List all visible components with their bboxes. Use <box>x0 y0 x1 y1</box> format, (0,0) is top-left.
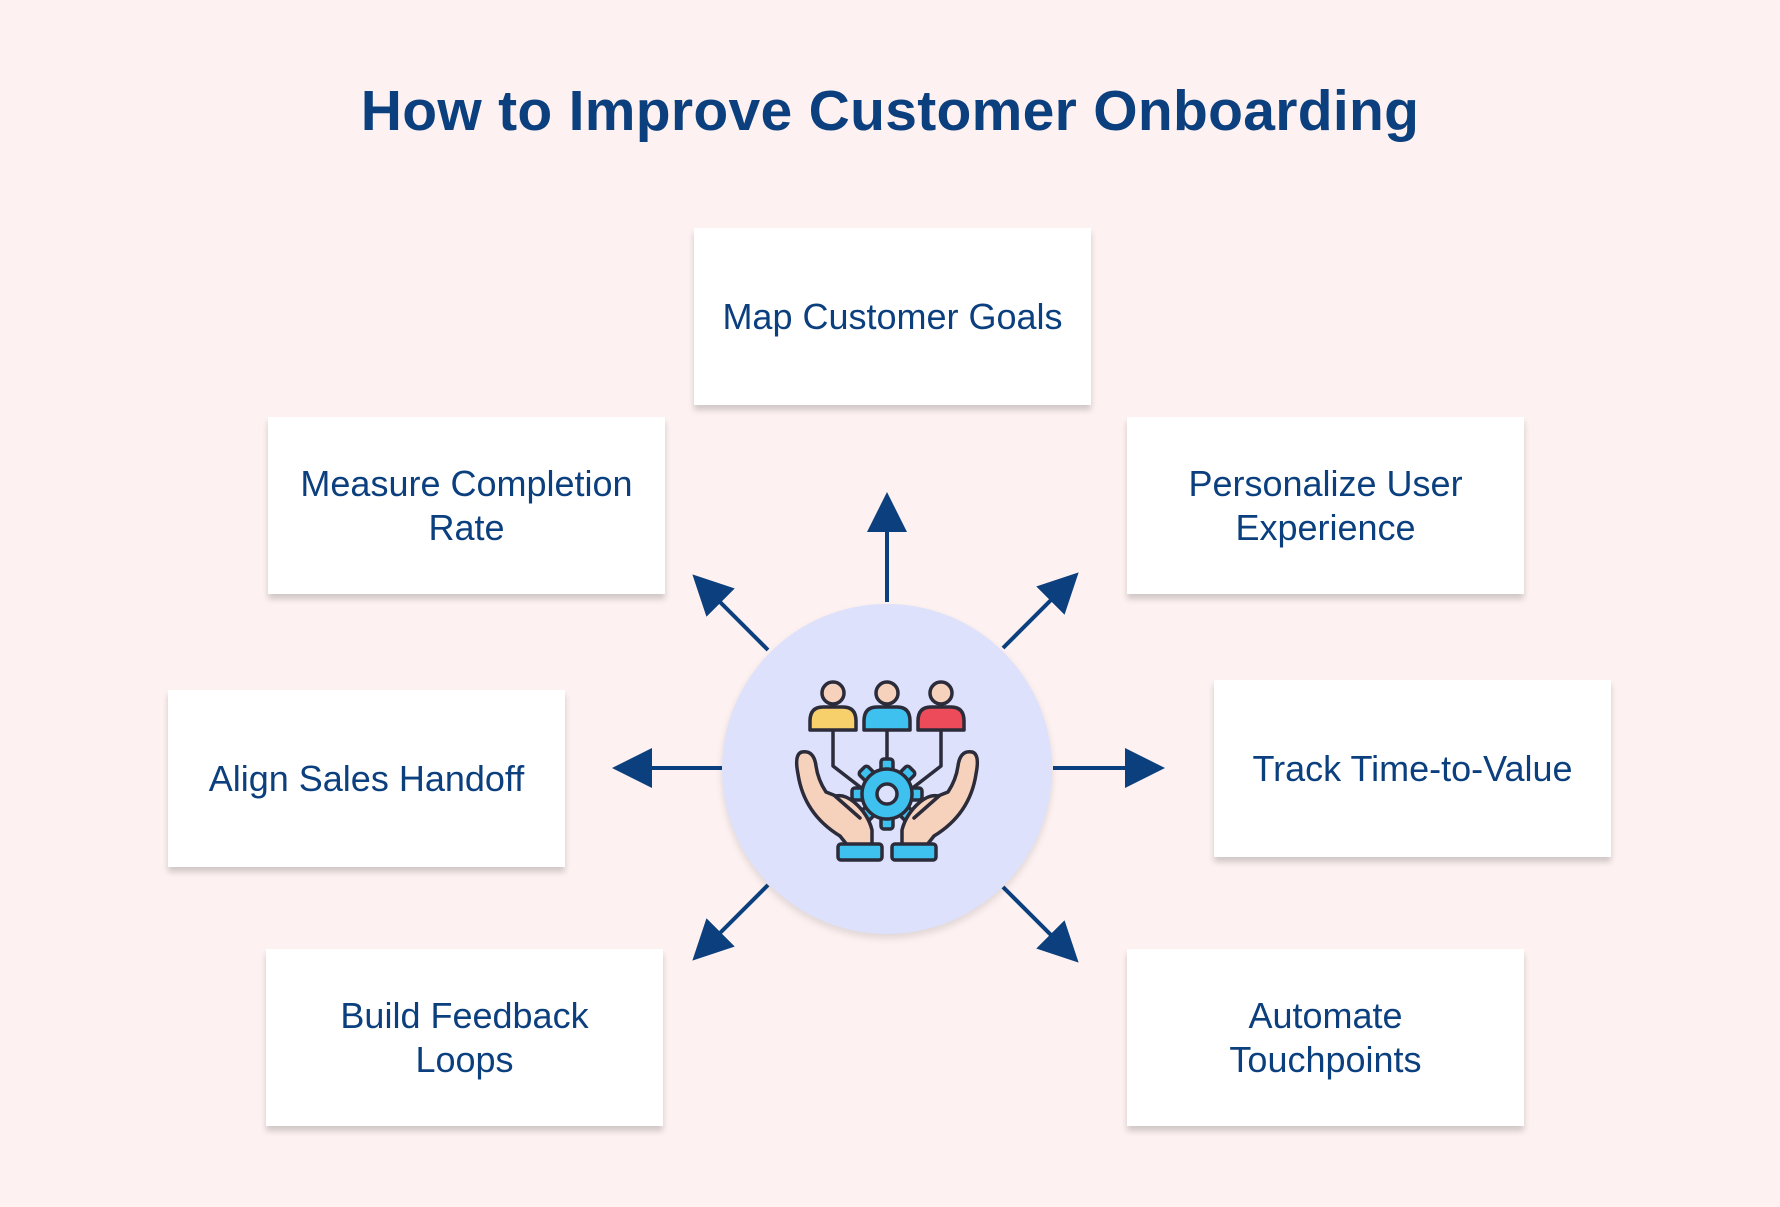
arrow-down-left <box>692 883 770 961</box>
card-automate-touchpoints: Automate Touchpoints <box>1127 949 1524 1126</box>
card-label: Automate Touchpoints <box>1229 994 1422 1080</box>
card-label: Personalize User Experience <box>1188 462 1463 548</box>
arrow-down-right <box>1001 885 1079 963</box>
arrow-up-left <box>692 574 770 652</box>
center-hub <box>722 604 1052 934</box>
card-measure-completion-rate: Measure Completion Rate <box>268 417 665 594</box>
page-title: How to Improve Customer Onboarding <box>360 79 1420 143</box>
card-track-time-to-value: Track Time-to-Value <box>1214 680 1611 857</box>
people-gear-hands-icon <box>794 680 980 862</box>
card-label: Map Customer Goals <box>722 295 1063 337</box>
card-label: Build Feedback Loops <box>340 994 589 1080</box>
card-label: Measure Completion Rate <box>300 462 633 548</box>
card-label: Track Time-to-Value <box>1252 747 1573 789</box>
card-personalize-user-experience: Personalize User Experience <box>1127 417 1524 594</box>
card-build-feedback-loops: Build Feedback Loops <box>266 949 663 1126</box>
card-align-sales-handoff: Align Sales Handoff <box>168 690 565 867</box>
card-map-customer-goals: Map Customer Goals <box>694 228 1091 405</box>
card-label: Align Sales Handoff <box>208 757 525 799</box>
arrow-up-right <box>1001 572 1079 650</box>
